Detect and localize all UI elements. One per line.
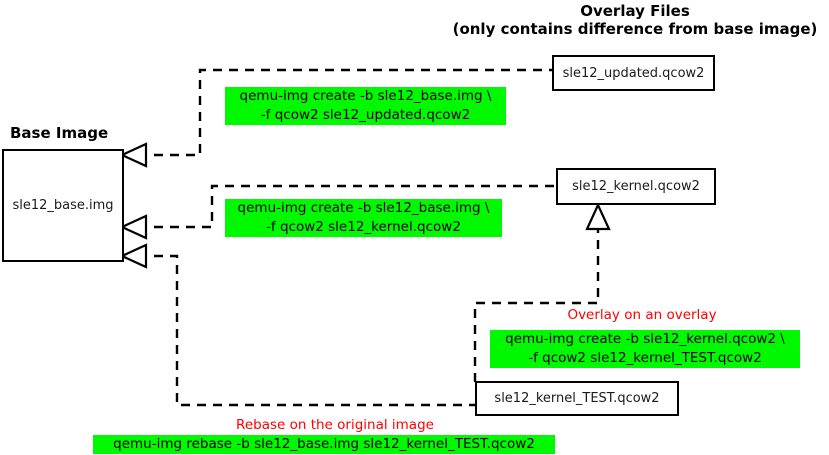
hollow-triangle-left-icon-bottom (119, 243, 148, 269)
hollow-triangle-left-icon-mid (119, 214, 148, 240)
command-create-kernel-test-line2: -f qcow2 sle12_kernel_TEST.qcow2 (528, 350, 762, 366)
command-create-kernel-test-line1: qemu-img create -b sle12_kernel.qcow2 \ (505, 331, 785, 347)
overlay-files-title-line1: Overlay Files (580, 2, 690, 20)
command-create-kernel-line2: -f qcow2 sle12_kernel.qcow2 (266, 219, 461, 235)
command-create-kernel-line1: qemu-img create -b sle12_base.img \ (237, 200, 490, 216)
box-sle12-kernel-test-label: sle12_kernel_TEST.qcow2 (494, 391, 660, 406)
overlay-files-title-line2: (only contains difference from base imag… (452, 20, 818, 38)
base-image-title: Base Image (10, 124, 109, 142)
box-base-image[interactable]: sle12_base.img (2, 149, 124, 262)
command-create-kernel: qemu-img create -b sle12_base.img \ -f q… (225, 199, 502, 237)
box-base-image-label: sle12_base.img (12, 198, 114, 213)
note-rebase-on-original: Rebase on the original image (236, 417, 434, 433)
hollow-triangle-up-icon-kernel (585, 202, 611, 231)
command-create-updated: qemu-img create -b sle12_base.img \ -f q… (225, 87, 506, 125)
box-sle12-updated-label: sle12_updated.qcow2 (562, 65, 705, 81)
hollow-triangle-left-icon-top (119, 142, 148, 168)
box-sle12-kernel-label: sle12_kernel.qcow2 (572, 179, 700, 194)
note-overlay-on-an-overlay: Overlay on an overlay (567, 307, 717, 323)
command-rebase: qemu-img rebase -b sle12_base.img sle12_… (93, 435, 555, 454)
command-create-kernel-test: qemu-img create -b sle12_kernel.qcow2 \ … (490, 330, 800, 368)
box-sle12-kernel[interactable]: sle12_kernel.qcow2 (556, 168, 716, 205)
command-create-updated-line1: qemu-img create -b sle12_base.img \ (239, 88, 492, 104)
overlay-files-title: Overlay Files (only contains difference … (441, 2, 829, 38)
box-sle12-updated[interactable]: sle12_updated.qcow2 (552, 55, 715, 91)
command-create-updated-line2: -f qcow2 sle12_updated.qcow2 (260, 107, 471, 123)
edge-base-to-kernel-test-rebase (138, 254, 475, 407)
box-sle12-kernel-test[interactable]: sle12_kernel_TEST.qcow2 (475, 381, 679, 416)
